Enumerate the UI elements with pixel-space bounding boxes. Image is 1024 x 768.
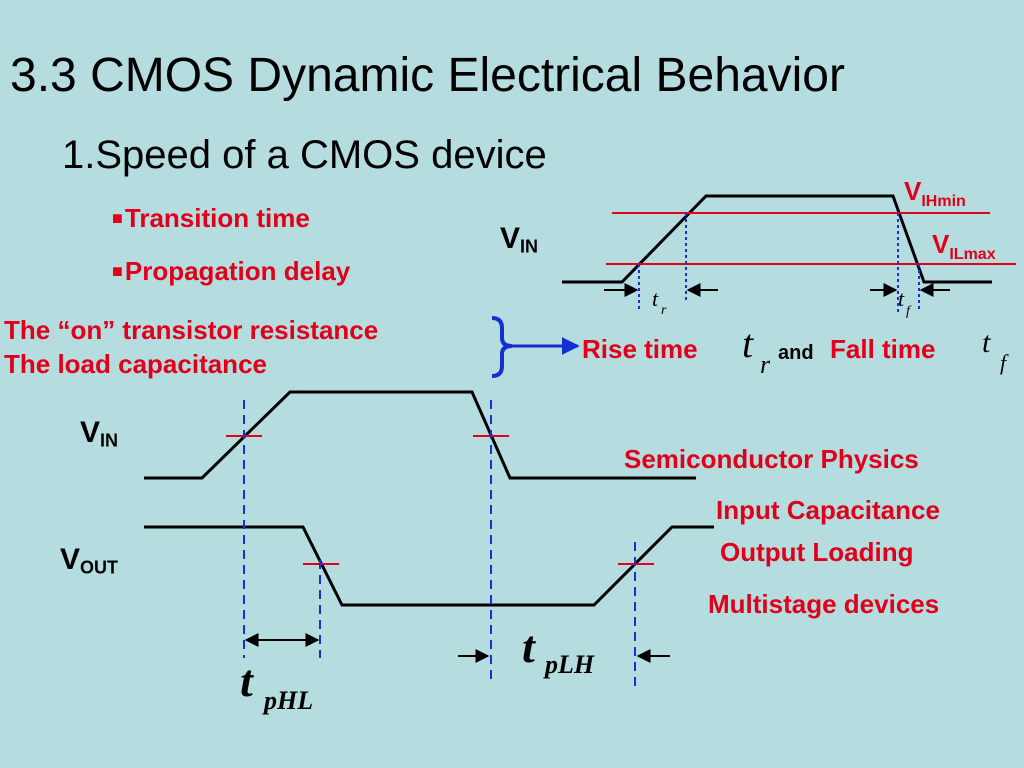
- vout-waveform: [144, 525, 714, 607]
- tf-symbol: t: [898, 286, 905, 311]
- factor-multistage-devices: Multistage devices: [708, 589, 940, 619]
- fall-time-subscript: f: [1000, 350, 1007, 375]
- tr-subscript: r: [661, 303, 667, 318]
- tplh-subscript: pLH: [545, 650, 595, 679]
- factors-brace: [491, 316, 513, 378]
- vout-label: VOUT: [60, 543, 119, 578]
- factor-load-capacitance: The load capacitance: [4, 349, 267, 379]
- bottom-vin-waveform: [144, 390, 696, 480]
- tf-subscript: f: [906, 304, 910, 319]
- rise-time-label: Rise time: [582, 334, 698, 364]
- vil-max-label: VILmax: [932, 229, 996, 264]
- tphl-subscript: pHL: [264, 686, 314, 715]
- tr-symbol: t: [652, 286, 659, 311]
- top-vin-waveform: [562, 194, 992, 284]
- page-title: 3.3 CMOS Dynamic Electrical Behavior: [10, 49, 845, 102]
- bullet-propagation-delay: ■Propagation delay: [112, 256, 350, 287]
- bullet-label: Propagation delay: [124, 256, 351, 286]
- tphl-symbol: t: [240, 655, 253, 706]
- bottom-vin-label: VIN: [80, 416, 119, 451]
- bullet-transition-time: ■Transition time: [112, 203, 310, 234]
- vih-min-label: VIHmin: [904, 176, 966, 211]
- and-label: and: [778, 342, 814, 364]
- rise-time-symbol: t: [742, 321, 754, 366]
- tplh-symbol: t: [522, 621, 535, 672]
- factor-output-loading: Output Loading: [720, 537, 914, 567]
- top-vin-label: VIN: [500, 222, 539, 257]
- page-subtitle: 1.Speed of a CMOS device: [62, 133, 547, 177]
- factor-on-resistance: The “on” transistor resistance: [4, 315, 379, 345]
- bullet-label: Transition time: [124, 203, 310, 233]
- rise-time-subscript: r: [760, 350, 771, 379]
- bullet-marker: ■: [112, 261, 123, 281]
- fall-time-symbol: t: [982, 326, 991, 359]
- bullet-marker: ■: [112, 208, 123, 228]
- factor-semiconductor-physics: Semiconductor Physics: [624, 444, 919, 474]
- factor-input-capacitance: Input Capacitance: [716, 495, 940, 525]
- fall-time-label: Fall time: [830, 334, 936, 364]
